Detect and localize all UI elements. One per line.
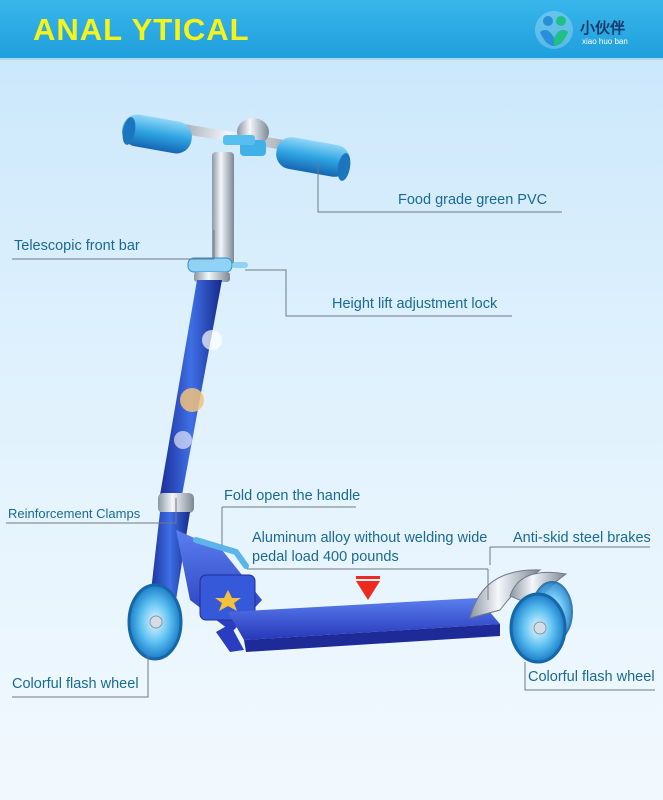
leader-clamps [6,498,177,524]
callout-rear-wheel: Colorful flash wheel [528,669,655,685]
callout-reinforcement-clamps: Reinforcement Clamps [8,506,141,521]
leader-lines [6,163,655,698]
scooter-illustration [6,114,655,698]
brand-subtitle: xiao huo ban [582,37,628,46]
brand-name: 小伙伴 [580,19,626,37]
front-stem [160,280,222,495]
callout-aluminum-line2: pedal load 400 pounds [252,549,399,565]
callout-brakes: Anti-skid steel brakes [513,530,651,546]
page-title: ANAL YTICAL [33,12,250,47]
deck [216,598,500,652]
height-lock [187,257,248,282]
header-bar: ANAL YTICAL 小伙伴 xiao huo ban [0,0,663,58]
front-wheel [127,583,183,661]
brand-logo: 小伙伴 xiao huo ban [532,8,652,52]
leader-rear-wheel [524,687,655,691]
leader-height-lock [245,269,512,317]
callout-fold-handle: Fold open the handle [224,488,361,504]
rear-wheels [509,581,573,664]
brand-mascot-icon [535,11,573,49]
leader-food-grade [317,163,562,213]
header-divider [0,58,663,60]
callout-aluminum-line1: Aluminum alloy without welding wide [252,530,488,546]
left-grip [122,114,192,154]
right-grip [276,137,350,177]
fold-joint [176,530,262,632]
callout-food-grade-pvc: Food grade green PVC [398,192,548,208]
deck-marker-icon [356,576,380,600]
leader-front-wheel [12,655,149,698]
callout-height-lock: Height lift adjustment lock [332,296,498,312]
handlebar [122,114,351,181]
callout-front-wheel: Colorful flash wheel [12,676,139,692]
leader-telescopic [12,230,215,260]
callout-telescopic-bar: Telescopic front bar [14,238,140,254]
telescopic-bar [212,152,234,267]
